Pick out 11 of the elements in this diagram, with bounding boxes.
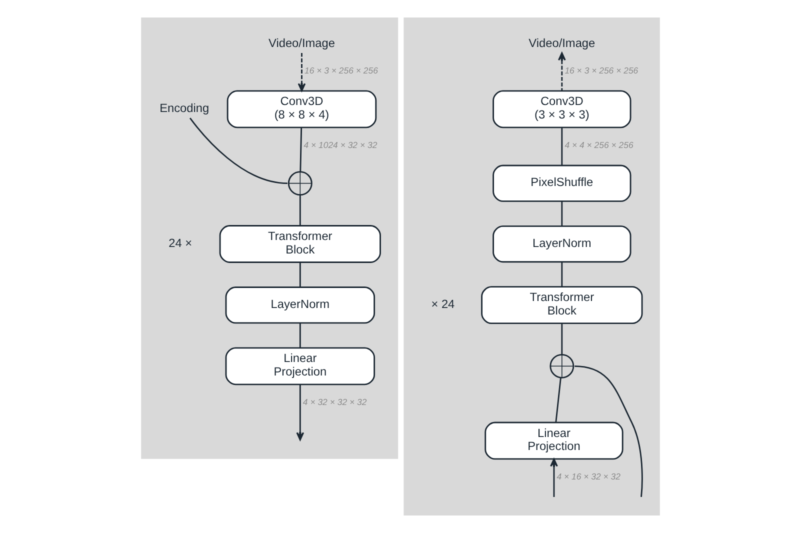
node-label: × 24 [430,296,454,311]
node-text: Encoding [159,100,209,115]
edge-label: 16 × 3 × 256 × 256 [564,65,638,76]
node-label: 24 × [168,236,192,250]
edge-label: 4 × 16 × 32 × 32 [556,471,620,482]
node-text: Video/Image [528,36,595,50]
edge-label: 4 × 1024 × 32 × 32 [303,140,377,150]
edge-label: 4 × 32 × 32 × 32 [302,396,366,407]
edge-label: 16 × 3 × 256 × 256 [304,65,378,76]
node-text: Video/Image [268,36,334,50]
edge-label: 4 × 4 × 256 × 256 [564,140,633,150]
